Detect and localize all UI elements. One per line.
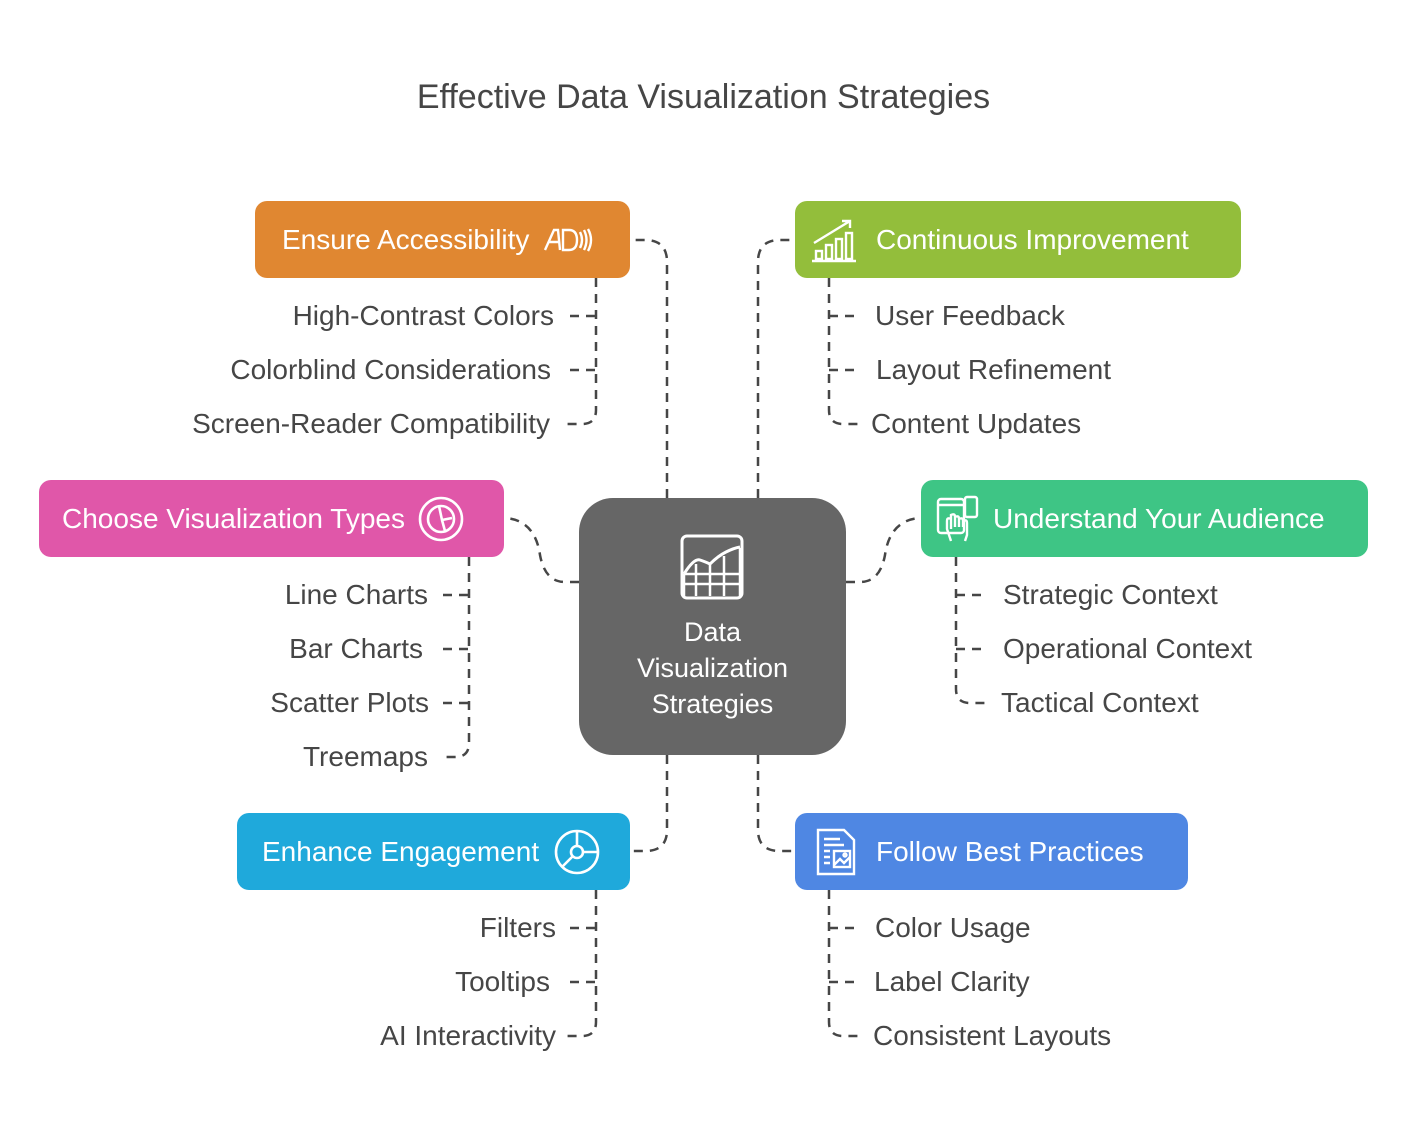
branch-label: Follow Best Practices xyxy=(876,835,1144,867)
branch-continuous-improvement[interactable]: Continuous Improvement xyxy=(795,201,1241,278)
subitem-layout-refinement: Layout Refinement xyxy=(876,354,1112,385)
document-image-icon xyxy=(812,828,860,876)
branch-follow-best-practices[interactable]: Follow Best Practices xyxy=(795,813,1188,890)
diagram-title: Effective Data Visualization Strategies xyxy=(416,78,991,116)
subitem-strategic-context: Strategic Context xyxy=(1003,579,1218,610)
subitem-bar-charts: Bar Charts xyxy=(289,633,423,664)
subitem-color-usage: Color Usage xyxy=(875,912,1031,943)
subitem-screen-reader-compatibility: Screen-Reader Compatibility xyxy=(192,408,550,439)
connector-ensure-accessibility xyxy=(630,238,669,498)
branch-enhance-engagement[interactable]: Enhance Engagement xyxy=(237,813,630,890)
branch-ensure-accessibility[interactable]: Ensure Accessibility xyxy=(255,201,630,278)
subitem-operational-context: Operational Context xyxy=(1003,633,1253,664)
area-chart-grid-icon xyxy=(680,534,744,600)
branch-label: Continuous Improvement xyxy=(876,223,1189,255)
audio-description-icon xyxy=(543,216,593,264)
subitem-high-contrast-colors: High-Contrast Colors xyxy=(292,300,554,331)
growth-bar-chart-icon xyxy=(810,216,858,264)
central-topic-label: Data Visualization Strategies xyxy=(579,614,846,722)
subitem-user-feedback: User Feedback xyxy=(875,300,1065,331)
connector-enhance-engagement xyxy=(630,755,669,853)
touch-devices-icon xyxy=(935,495,983,543)
subitem-tactical-context: Tactical Context xyxy=(1001,687,1199,718)
pie-chart-circle-icon xyxy=(417,495,465,543)
subitem-colorblind-considerations: Colorblind Considerations xyxy=(230,354,551,385)
branch-label: Enhance Engagement xyxy=(262,835,540,867)
connector-understand-your-audience xyxy=(846,516,921,584)
donut-chart-icon xyxy=(553,828,601,876)
subitem-label-clarity: Label Clarity xyxy=(874,966,1030,997)
branch-choose-visualization-types[interactable]: Choose Visualization Types xyxy=(39,480,504,557)
branch-label: Choose Visualization Types xyxy=(62,502,405,534)
subitem-consistent-layouts: Consistent Layouts xyxy=(873,1020,1112,1051)
central-label-line: Data xyxy=(683,617,742,647)
central-topic-node: Data Visualization Strategies xyxy=(579,498,846,755)
subitem-ai-interactivity: AI Interactivity xyxy=(380,1020,556,1051)
connector-choose-visualization-types xyxy=(504,516,579,584)
subitem-filters: Filters xyxy=(479,912,556,943)
central-label-line: Strategies xyxy=(651,689,774,719)
subitem-treemaps: Treemaps xyxy=(302,741,428,772)
subitem-content-updates: Content Updates xyxy=(871,408,1082,439)
branch-label: Understand Your Audience xyxy=(993,502,1325,534)
subitem-scatter-plots: Scatter Plots xyxy=(270,687,429,718)
connector-follow-best-practices xyxy=(756,755,795,853)
central-label-line: Visualization xyxy=(636,653,789,683)
branch-label: Ensure Accessibility xyxy=(282,223,530,255)
branch-understand-your-audience[interactable]: Understand Your Audience xyxy=(921,480,1368,557)
connector-continuous-improvement xyxy=(756,238,795,498)
subitem-tooltips: Tooltips xyxy=(455,966,550,997)
subitem-line-charts: Line Charts xyxy=(284,579,428,610)
